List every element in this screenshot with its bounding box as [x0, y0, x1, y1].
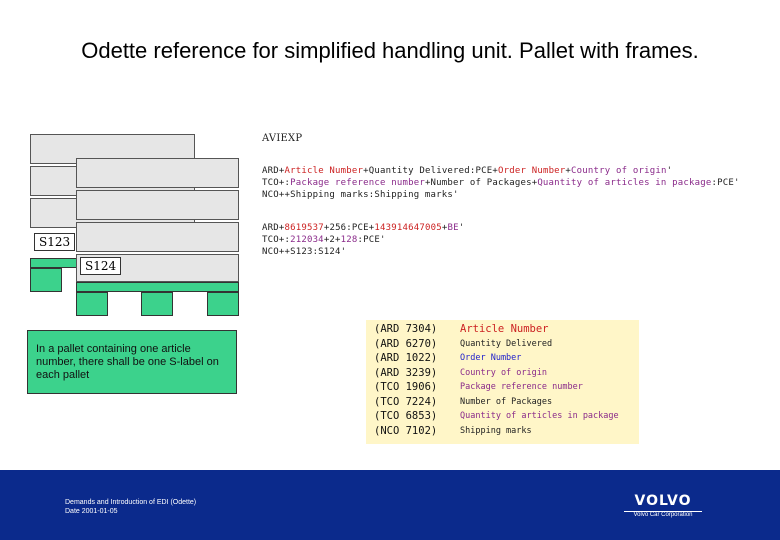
footer-course: Demands and Introduction of EDI (Odette) — [65, 499, 197, 506]
legend-description: Order Number — [460, 353, 522, 363]
pallet-deck — [76, 282, 239, 292]
legend-description: Quantity Delivered — [460, 338, 553, 349]
generic-tco-line: TCO+:Package reference number+Number of … — [262, 178, 740, 188]
legend-row: (ARD 1022) Order Number — [374, 352, 644, 366]
legend-code: (TCO 7224) — [374, 395, 438, 408]
message-type: AVIEXP — [262, 133, 303, 144]
legend-description: Quantity of articles in package — [460, 411, 619, 421]
pallet-foot — [207, 292, 239, 316]
footer-text: Demands and Introduction of EDI (Odette)… — [65, 498, 196, 516]
s-label-back: S123 — [34, 233, 76, 251]
legend-row: (TCO 1906) Package reference number — [374, 381, 644, 395]
pallet-foot — [141, 292, 173, 316]
legend-row: (ARD 6270) Quantity Delivered — [374, 338, 644, 352]
legend-description: Country of origin — [460, 367, 547, 378]
logo-subtitle: Volvo Car Corporation — [633, 512, 693, 518]
legend-code: (ARD 7304) — [374, 323, 438, 335]
generic-nco-line: NCO++Shipping marks:Shipping marks' — [262, 190, 459, 200]
legend-code: (ARD 1022) — [374, 352, 438, 364]
legend-code: (NCO 7102) — [374, 424, 438, 437]
logo-divider — [624, 511, 702, 512]
legend-code: (TCO 1906) — [374, 381, 438, 393]
legend-code: (TCO 6853) — [374, 410, 438, 422]
legend-row: (NCO 7102) Shipping marks — [374, 425, 644, 439]
note-box: In a pallet containing one article numbe… — [27, 330, 237, 394]
pallet-foot — [76, 292, 108, 316]
legend-code: (ARD 3239) — [374, 366, 438, 379]
footer-bar — [0, 470, 780, 540]
legend-row: (TCO 7224) Number of Packages — [374, 396, 644, 410]
legend-description: Number of Packages — [460, 396, 553, 407]
legend-description: Article Number — [460, 323, 549, 335]
footer-date: Date 2001-01-05 — [65, 508, 118, 515]
logo-text: VOLVO — [634, 493, 692, 509]
generic-ard-line: ARD+Article Number+Quantity Delivered:PC… — [262, 166, 673, 176]
segment-legend: (ARD 7304) Article Number (ARD 6270) Quanti… — [366, 320, 639, 444]
pallet-frame — [76, 158, 239, 188]
legend-description: Shipping marks — [460, 425, 532, 436]
pallet-foot — [30, 268, 62, 292]
legend-description: Package reference number — [460, 382, 583, 392]
page-title: Odette reference for simplified handling… — [81, 38, 699, 63]
pallet-frame — [76, 190, 239, 220]
legend-row: (ARD 7304) Article Number — [374, 323, 644, 337]
example-nco-line: NCO++S123:S124' — [262, 247, 347, 257]
legend-code: (ARD 6270) — [374, 337, 438, 350]
legend-row: (TCO 6853) Quantity of articles in packag… — [374, 410, 644, 424]
legend-row: (ARD 3239) Country of origin — [374, 367, 644, 381]
s-label-front: S124 — [80, 257, 122, 275]
volvo-logo: VOLVO Volvo Car Corporation — [620, 493, 706, 519]
example-tco-line: TCO+:212034+2+128:PCE' — [262, 235, 386, 245]
pallet-frame — [76, 222, 239, 252]
example-ard-line: ARD+8619537+256:PCE+143914647005+BE' — [262, 223, 465, 233]
